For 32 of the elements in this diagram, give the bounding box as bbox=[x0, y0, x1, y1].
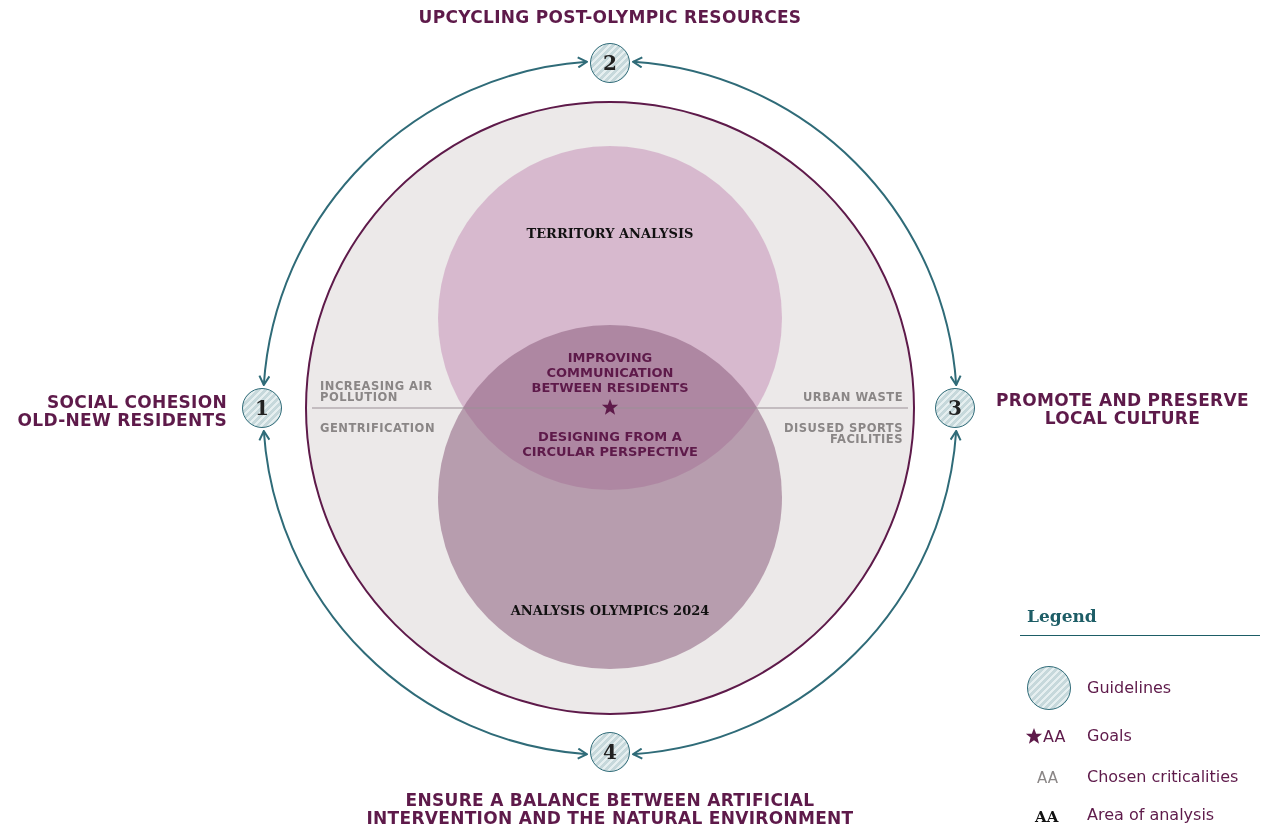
guideline-number: 3 bbox=[948, 396, 962, 420]
area-title: ANALYSIS OLYMPICS 2024 bbox=[509, 603, 711, 618]
guideline-circle bbox=[935, 388, 975, 428]
guideline-number: 4 bbox=[603, 740, 617, 764]
guideline-title: SOCIAL COHESION OLD-NEW RESIDENTS bbox=[16, 393, 227, 429]
legend-text: Guidelines bbox=[1087, 678, 1172, 697]
curved-arrow bbox=[258, 430, 588, 760]
criticality-text: DISUSED SPORTS FACILITIES bbox=[782, 423, 903, 445]
guideline-title: PROMOTE AND PRESERVE LOCAL CULTURE bbox=[995, 391, 1250, 427]
curved-arrow bbox=[632, 56, 962, 386]
curved-arrow bbox=[258, 56, 588, 386]
guideline-circle bbox=[590, 732, 630, 772]
goal-text: IMPROVING COMMUNICATION BETWEEN RESIDENTS bbox=[530, 350, 690, 395]
guideline-number: 1 bbox=[255, 396, 269, 420]
goal-text: DESIGNING FROM A CIRCULAR PERSPECTIVE bbox=[521, 429, 699, 459]
legend-text: Goals bbox=[1087, 726, 1132, 745]
curved-arrow bbox=[632, 430, 962, 760]
guideline-title: UPCYCLING POST-OLYMPIC RESOURCES bbox=[417, 8, 803, 26]
area-title: TERRITORY ANALYSIS bbox=[525, 226, 695, 241]
criticality-text: GENTRIFICATION bbox=[320, 423, 435, 434]
guideline-number: 2 bbox=[603, 51, 617, 75]
legend-text: Chosen criticalities bbox=[1087, 767, 1239, 786]
legend-heading: Legend bbox=[1027, 606, 1097, 626]
legend-text: Area of analysis bbox=[1087, 805, 1215, 824]
criticality-text: INCREASING AIR POLLUTION bbox=[320, 381, 434, 403]
area-sample-text: AA bbox=[1035, 808, 1059, 826]
goal-sample-text: AA bbox=[1043, 727, 1066, 746]
criticality-text: URBAN WASTE bbox=[801, 392, 903, 403]
guideline-title: ENSURE A BALANCE BETWEEN ARTIFICIAL INTERVENTION AND THE NATURAL ENVIRONMENT bbox=[365, 791, 855, 827]
criticality-sample-text: AA bbox=[1037, 769, 1058, 787]
guideline-circle bbox=[590, 43, 630, 83]
guideline-circle bbox=[242, 388, 282, 428]
